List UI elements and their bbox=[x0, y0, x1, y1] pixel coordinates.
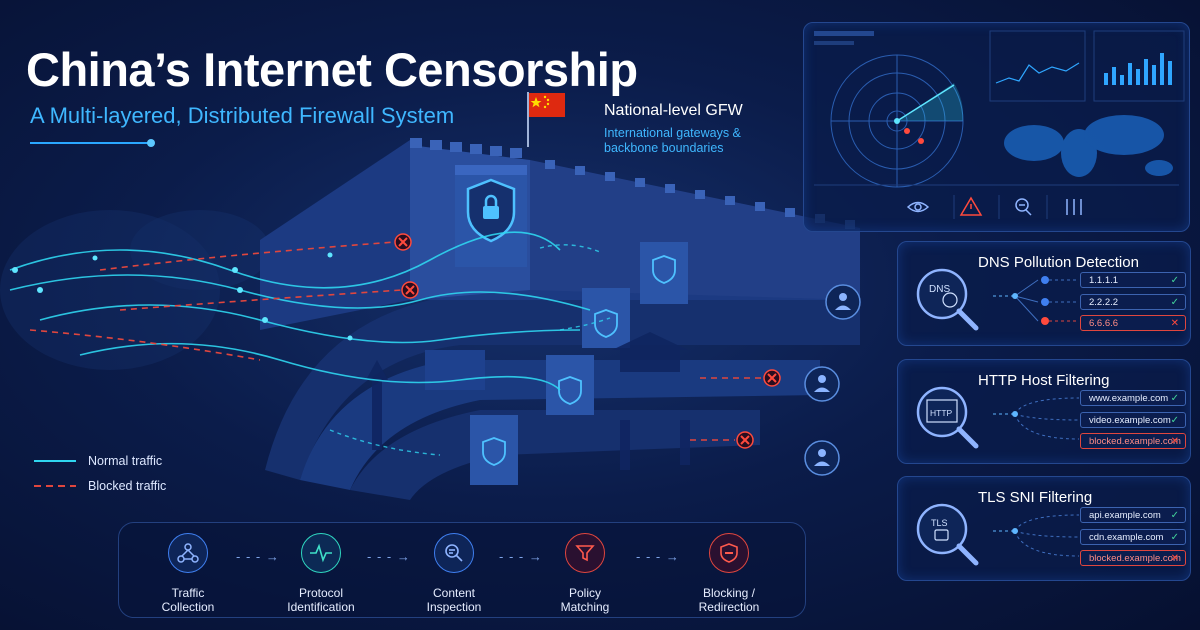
shield-lock-icon bbox=[466, 178, 516, 243]
cross-icon: ✕ bbox=[1170, 436, 1179, 447]
http-magnifier-icon: HTTP bbox=[916, 386, 979, 449]
step-label-line2: Identification bbox=[287, 600, 355, 614]
dns-pollution-panel: DNS Pollution Detection DNS 1.1.1.1✓ 2.2… bbox=[897, 241, 1191, 346]
step-label-line1: Protocol bbox=[298, 586, 344, 600]
arrow-icon: - - - → bbox=[367, 549, 411, 564]
dns-row-3: 6.6.6.6✕ bbox=[1080, 315, 1186, 331]
arrow-icon: - - - → bbox=[499, 549, 543, 564]
arrow-icon: - - - → bbox=[636, 549, 680, 564]
pipeline-step-blocking-redirection: Blocking /Redirection bbox=[674, 533, 784, 614]
blocked-markers bbox=[394, 233, 781, 449]
dns-panel-title: DNS Pollution Detection bbox=[978, 254, 1139, 271]
tls-connector bbox=[993, 514, 1080, 557]
cross-icon: ✕ bbox=[1170, 553, 1179, 564]
http-host-panel: HTTP Host Filtering HTTP www.example.com… bbox=[897, 359, 1191, 464]
zoom-icon bbox=[1015, 198, 1032, 216]
tls-row-3: blocked.example.com✕ bbox=[1080, 550, 1186, 566]
page-title: China’s Internet Censorship bbox=[26, 43, 638, 96]
http-icon-label: HTTP bbox=[930, 408, 953, 418]
blocked-traffic-lines bbox=[29, 241, 762, 441]
check-icon: ✓ bbox=[1170, 275, 1179, 286]
step-label-line1: Blocking / bbox=[702, 586, 756, 600]
http-row-3: blocked.example.com✕ bbox=[1080, 433, 1186, 449]
step-label-line1: Traffic bbox=[171, 586, 205, 600]
magnifier-doc-icon bbox=[434, 533, 474, 573]
dns-magnifier-icon: DNS bbox=[916, 268, 979, 331]
shield-block-icon bbox=[709, 533, 749, 573]
tls-sni-panel: TLS SNI Filtering TLS api.example.com✓ c… bbox=[897, 476, 1191, 581]
normal-traffic-lines bbox=[9, 231, 591, 391]
dns-connector bbox=[993, 276, 1079, 325]
check-icon: ✓ bbox=[1170, 415, 1179, 426]
user-avatars bbox=[804, 284, 861, 476]
monitor-dashboard bbox=[803, 22, 1190, 232]
step-label-line1: Content bbox=[432, 586, 476, 600]
check-icon: ✓ bbox=[1170, 393, 1179, 404]
china-flag-icon bbox=[527, 92, 565, 147]
http-connector bbox=[993, 397, 1080, 440]
world-map-mini bbox=[1004, 115, 1173, 177]
http-panel-title: HTTP Host Filtering bbox=[978, 372, 1110, 389]
tls-icon-label: TLS bbox=[931, 518, 948, 528]
dns-row-1: 1.1.1.1✓ bbox=[1080, 272, 1186, 288]
arrow-icon: - - - → bbox=[236, 549, 280, 564]
network-icon bbox=[168, 533, 208, 573]
tls-panel-title: TLS SNI Filtering bbox=[978, 489, 1093, 506]
dns-row-2: 2.2.2.2✓ bbox=[1080, 294, 1186, 310]
small-shield-icons bbox=[482, 255, 676, 466]
step-label-line2: Matching bbox=[560, 600, 610, 614]
warning-icon bbox=[959, 196, 983, 216]
cross-icon: ✕ bbox=[1170, 318, 1179, 329]
dns-icon-label: DNS bbox=[929, 284, 950, 295]
http-row-2: video.example.com✓ bbox=[1080, 412, 1186, 428]
eye-icon bbox=[906, 201, 930, 213]
legend-blocked: Blocked traffic bbox=[88, 479, 167, 493]
gfw-title: National-level GFW bbox=[604, 102, 743, 119]
page-subtitle: A Multi-layered, Distributed Firewall Sy… bbox=[30, 103, 455, 128]
step-label-line2: Collection bbox=[161, 600, 215, 614]
step-label-line2: Inspection bbox=[426, 600, 482, 614]
tls-magnifier-icon: TLS bbox=[916, 503, 979, 566]
check-icon: ✓ bbox=[1170, 510, 1179, 521]
check-icon: ✓ bbox=[1170, 532, 1179, 543]
filter-icon bbox=[565, 533, 605, 573]
subtitle-underline bbox=[30, 139, 155, 147]
check-icon: ✓ bbox=[1170, 297, 1179, 308]
step-label-line2: Redirection bbox=[698, 600, 760, 614]
http-row-1: www.example.com✓ bbox=[1080, 390, 1186, 406]
dashboard-graphics bbox=[814, 30, 1185, 219]
gfw-subtitle: International gateways & backbone bounda… bbox=[604, 126, 741, 155]
tls-row-1: api.example.com✓ bbox=[1080, 507, 1186, 523]
pulse-icon bbox=[301, 533, 341, 573]
tls-row-2: cdn.example.com✓ bbox=[1080, 529, 1186, 545]
legend-normal: Normal traffic bbox=[88, 454, 163, 468]
sliders-icon bbox=[1066, 199, 1082, 215]
step-label-line1: Policy bbox=[568, 586, 601, 600]
